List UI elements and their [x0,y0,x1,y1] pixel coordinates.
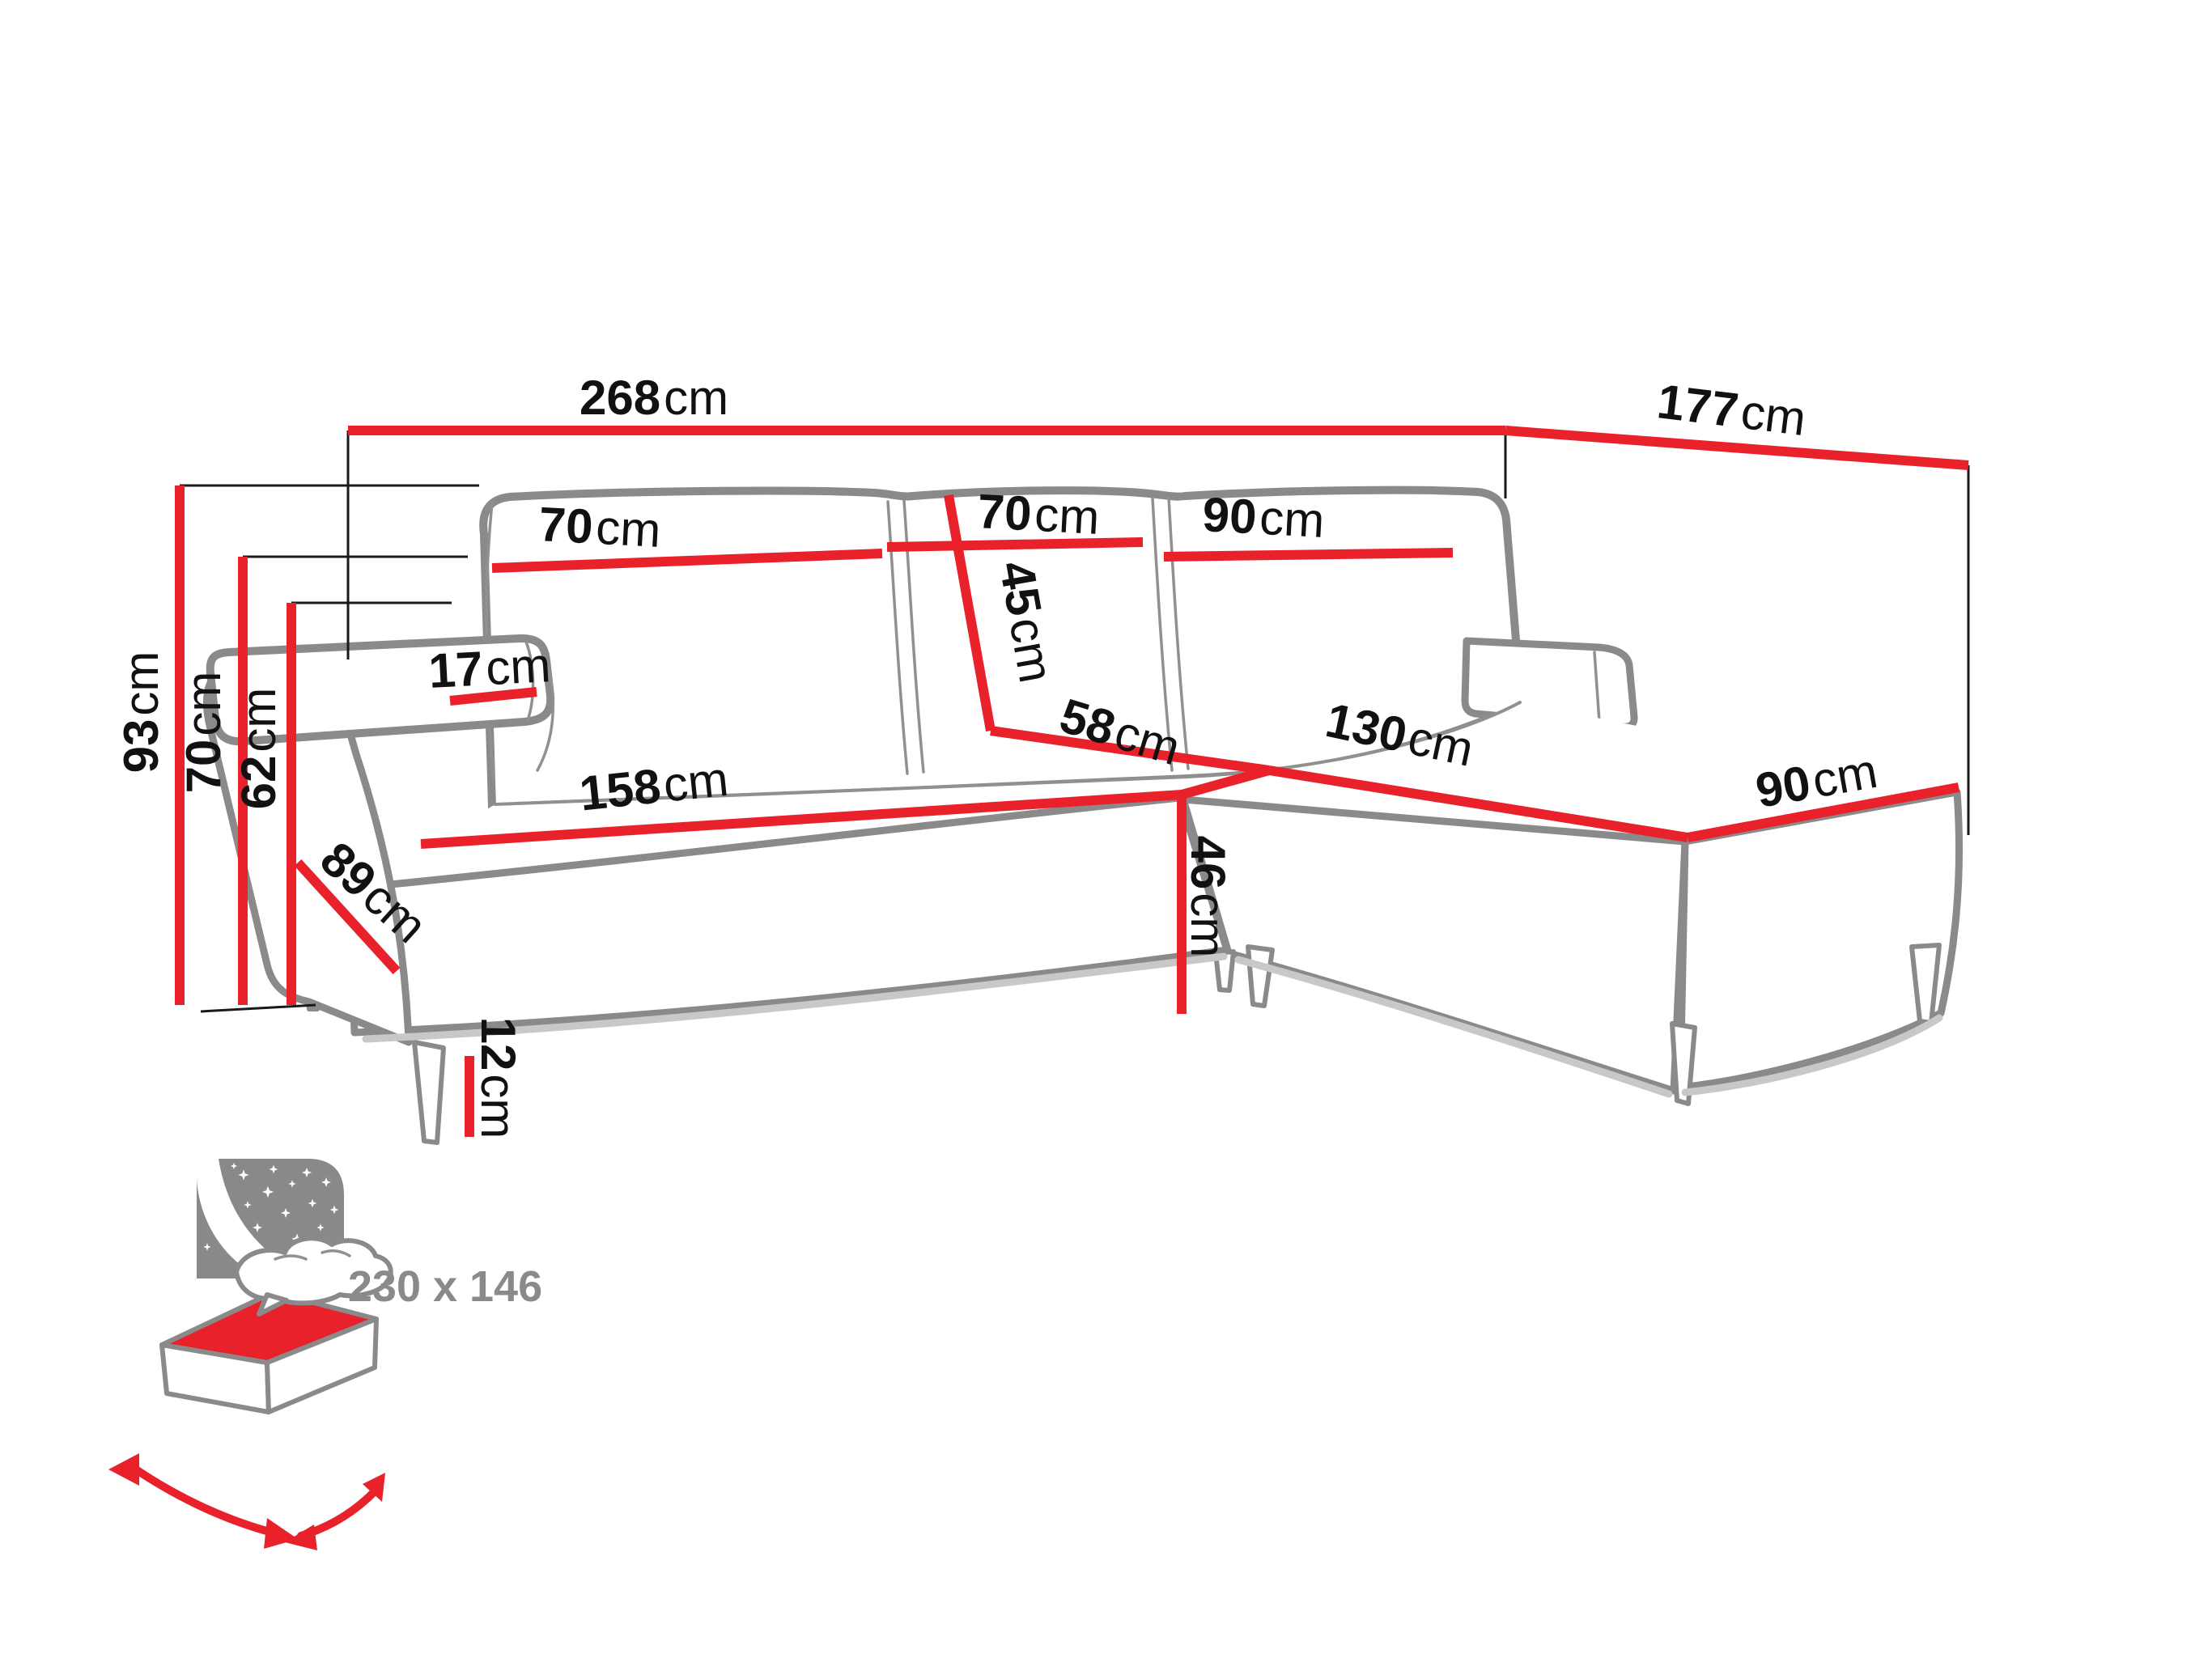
bed-icon-moonlight-swoosh [197,1159,309,1278]
sofa-leg-corner-a [1213,949,1236,993]
bed-icon-mattress-right-face [265,1317,379,1414]
extension-lines [180,430,1970,1013]
seat-left-bulge [536,662,555,772]
chaise-front-left-face [1179,795,1689,1095]
cushion-divider-left [886,500,909,775]
dim-line-seat-width [420,790,1182,849]
dim-line-armrest-width [449,687,537,706]
dim-label-cushion-right: 90cm [1201,487,1326,548]
dim-label-width-total: 268cm [580,371,728,425]
bed-icon-arrowhead-right-b [363,1473,385,1502]
dim-label-seat-width: 158cm [577,752,731,821]
dim-label-height-93: 93cm [114,651,168,774]
dim-label-height-62: 62cm [231,688,286,810]
dim-line-cushion-middle [886,537,1144,552]
dim-label-cushion-middle: 70cm [976,484,1101,545]
dim-line-cushion-left [491,549,883,573]
bed-icon-blanket-fold [257,1292,289,1317]
dim-line-chaise-width [1686,782,1960,842]
seat-back-junction [494,701,1522,806]
dim-label-height-70: 70cm [176,672,231,794]
dim-line-side-depth [294,859,401,975]
dim-label-chaise-width: 90cm [1751,744,1881,818]
dim-line-depth-chaise [1505,426,1969,470]
cushion-left-edge [484,502,495,782]
sofa-leg-front [412,1040,446,1145]
sofa-drawing [202,486,1964,1145]
armrest-outer-face [202,674,413,1046]
bed-icon-arrow-left [127,1462,282,1538]
sofa-leg-corner-b [1246,944,1275,1008]
ext-floor [200,1003,316,1013]
dim-line-corner-link [1180,765,1271,799]
dim-label-seat-height: 46cm [1181,836,1235,958]
sleeping-area-label: 230 x 146 [348,1262,542,1311]
shadow-chaise-left [1234,956,1673,1098]
chaise-front-right-face [1676,788,1964,1092]
dim-line-cushion-height [944,494,996,732]
dim-label-depth-chaise: 177cm [1654,374,1809,446]
cushion-divider-left-b [902,499,925,774]
bed-icon-arrowhead-left-a [108,1453,139,1486]
bed-icon-blanket-crease-a [274,1254,308,1261]
dim-label-armrest-width: 17cm [427,638,552,698]
dim-label-cushion-height: 45cm [989,557,1064,686]
bed-icon: 230 x 146 [108,1159,542,1550]
shadow-seat-bottom [362,952,1228,1043]
bed-icon-arrowhead-right-a [285,1524,317,1550]
cushion-divider-right-b [1167,496,1190,770]
dim-line-cushion-right [1163,548,1454,562]
shadow-chaise-right [1681,1014,1943,1096]
dim-line-seat-depth [990,726,1270,775]
cushion-divider-right [1151,497,1174,772]
chaise-backrest-crease [1593,651,1601,723]
dimension-lines [175,426,1969,1137]
dim-label-cushion-left: 70cm [537,497,662,558]
armrest-cap-crease [524,640,535,722]
chaise-leg-left [1670,1021,1697,1106]
dim-label-leg-height: 12cm [471,1017,525,1139]
dim-line-chaise-length [1268,765,1688,842]
bed-icon-blanket-crease-b [321,1249,351,1257]
